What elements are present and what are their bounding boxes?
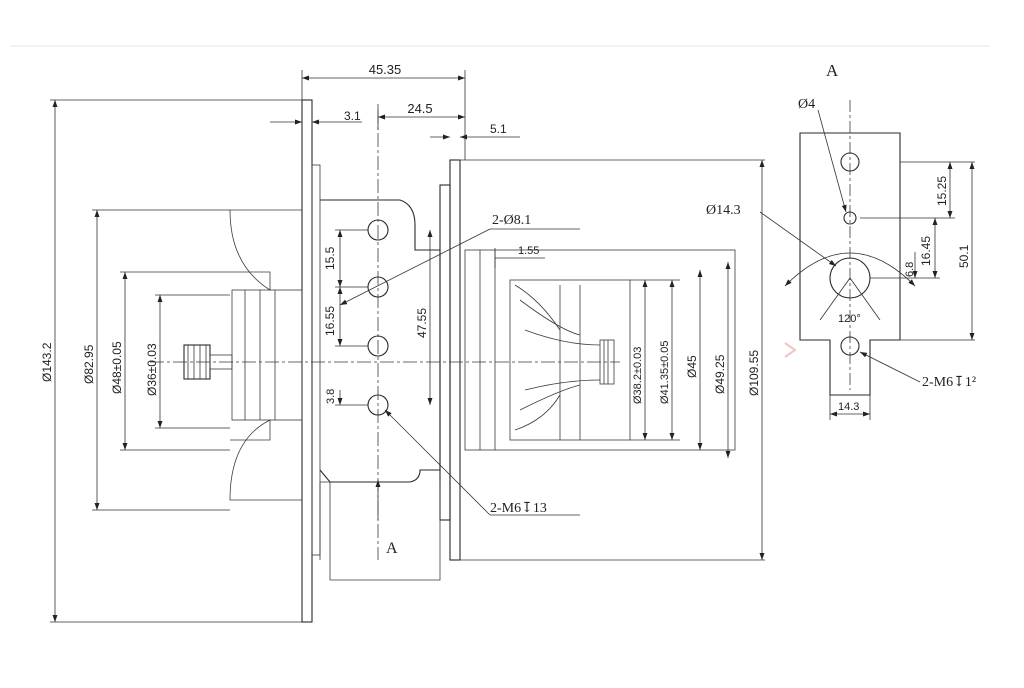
thread-leader <box>384 409 491 516</box>
dim-dia-49-25: Ø49.25 <box>713 354 727 394</box>
rear-flange <box>449 159 461 561</box>
dim-14-3: 14.3 <box>838 401 859 413</box>
front-flange <box>301 99 313 623</box>
dim-dia-38-2: Ø38.2±0.03 <box>632 347 644 404</box>
hole-leader <box>339 228 491 306</box>
section-hole-small <box>843 211 857 225</box>
dim-dia-4: Ø4 <box>798 97 815 112</box>
bearing-housing <box>319 199 441 483</box>
turbine-wheel <box>464 249 736 451</box>
dim-2-m6: 2-M6↧13 <box>490 501 547 516</box>
dim-dia-109-55: Ø109.55 <box>747 350 761 396</box>
dim-angle-120: 120° <box>838 313 861 325</box>
dim-47-55: 47.55 <box>415 308 429 338</box>
dim-dia-45: Ø45 <box>685 355 699 378</box>
dim-5-1: 5.1 <box>490 122 507 136</box>
dim-15-5: 15.5 <box>323 246 337 270</box>
dim-3-1: 3.1 <box>344 109 361 123</box>
section-title: A <box>826 61 839 80</box>
dim-2-m6-section: 2-M6↧1² <box>922 375 976 390</box>
dim-16-55: 16.55 <box>323 306 337 336</box>
dim-45-35: 45.35 <box>369 62 402 77</box>
dim-15-25: 15.25 <box>935 176 949 206</box>
dim-dia-36: Ø36±0.03 <box>145 343 159 396</box>
section-view-a: A Ø4 Ø14.3 15.25 16.45 6.8 50.1 <box>706 61 976 420</box>
flange-step <box>311 164 321 556</box>
dim-dia-41-35: Ø41.35±0.05 <box>659 340 671 404</box>
dim-2-hole-8-1: 2-Ø8.1 <box>492 213 531 228</box>
dim-24-5: 24.5 <box>407 101 432 116</box>
dim-3-8: 3.8 <box>325 389 337 404</box>
lower-bracket <box>319 481 441 581</box>
compressor-wheel <box>229 209 303 501</box>
section-mark-bottom: A <box>386 540 398 557</box>
dim-dia-82-95: Ø82.95 <box>82 344 96 384</box>
section-hole-thread <box>840 336 860 356</box>
dim-6-8: 6.8 <box>904 262 916 277</box>
main-view: 45.35 3.1 24.5 5.1 2-Ø8.1 1.55 15.5 16.5… <box>40 62 765 623</box>
dim-dia-143-2: Ø143.2 <box>40 342 54 382</box>
dim-dia-48: Ø48±0.05 <box>110 341 124 394</box>
angle-arc <box>784 252 916 287</box>
dim-50-1: 50.1 <box>957 244 971 268</box>
dim-16-45: 16.45 <box>919 236 933 266</box>
dim-1-55: 1.55 <box>518 245 539 257</box>
section-hole-top <box>840 152 860 172</box>
dim-dia-14-3: Ø14.3 <box>706 203 741 218</box>
red-mark <box>784 342 797 358</box>
